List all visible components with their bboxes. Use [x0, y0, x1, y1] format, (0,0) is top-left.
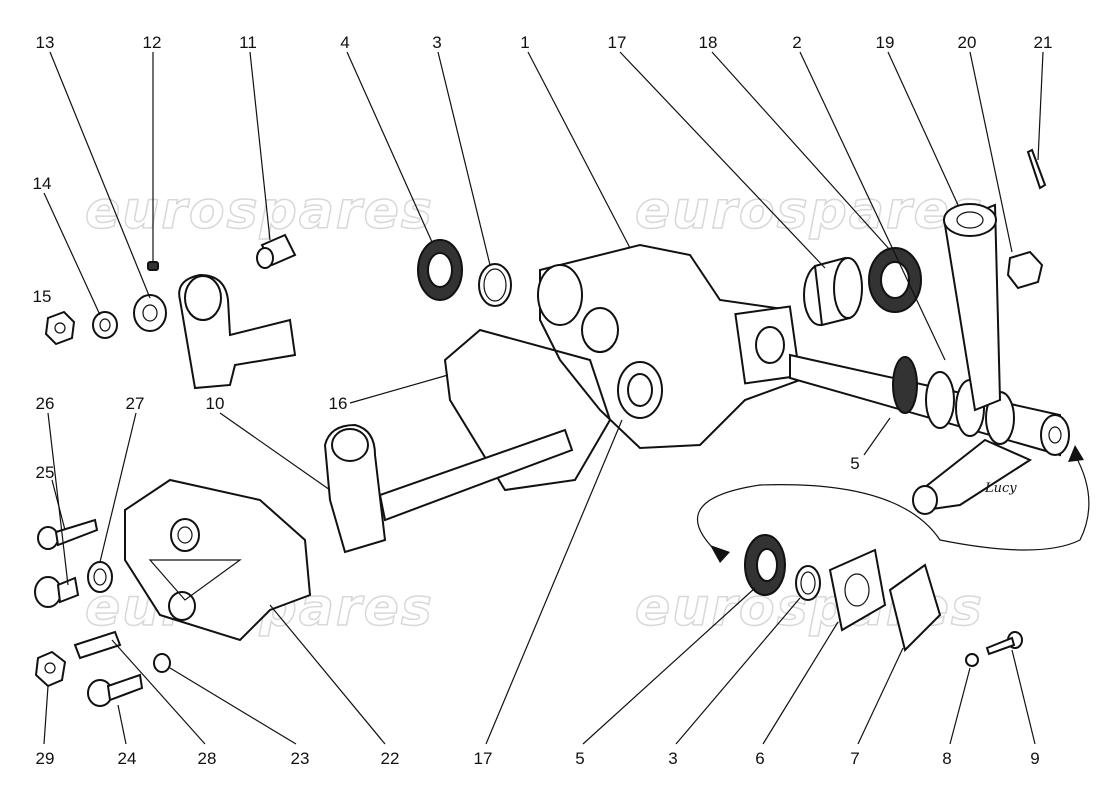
arrow-head-icon: [1068, 445, 1084, 462]
leader-lines: [43, 51, 1044, 745]
callout-labels: 13 12 11 4 3 1 17 18 2 19 20 21 14 15 26 27 10 16 25 5 29 24 2…: [33, 33, 1053, 768]
leader-line-6: [762, 621, 839, 745]
spring-washer: [153, 653, 171, 673]
leader-line-25: [51, 479, 66, 531]
washer: [87, 561, 113, 593]
callout-19: 19: [876, 33, 895, 52]
side-cover: [124, 478, 312, 642]
sector-shaft: [323, 423, 574, 554]
leader-line-20: [969, 51, 1013, 253]
set-screw: [147, 261, 159, 271]
callout-25: 25: [36, 463, 55, 482]
callout-21: 21: [1034, 33, 1053, 52]
leader-line-1: [527, 51, 631, 249]
leader-line-17: [619, 51, 826, 269]
callout-1: 1: [520, 33, 529, 52]
callout-4: 4: [340, 33, 349, 52]
callout-5: 5: [575, 749, 584, 768]
leader-line-17: [485, 419, 623, 745]
leader-line-5: [582, 587, 756, 745]
leader-line-14: [43, 192, 101, 316]
parts: Lucy: [34, 148, 1090, 707]
leader-line-8: [949, 667, 971, 745]
callout-26: 26: [36, 394, 55, 413]
leader-line-26: [47, 412, 69, 586]
artist-signature: Lucy: [984, 481, 1017, 496]
leader-line-3: [437, 51, 491, 266]
callout-3: 3: [432, 33, 441, 52]
callout-17: 17: [474, 749, 493, 768]
bolt: [985, 631, 1023, 656]
drop-arm: [912, 203, 1033, 515]
nut: [34, 650, 67, 688]
leader-line-21: [1037, 51, 1044, 161]
assembly-arrow: [696, 454, 1090, 556]
callout-15: 15: [33, 287, 52, 306]
leader-line-11: [249, 51, 271, 241]
nut: [44, 310, 76, 346]
callout-13: 13: [36, 33, 55, 52]
leader-line-22: [269, 604, 386, 745]
leader-line-7: [857, 647, 904, 745]
leader-line-19: [887, 51, 959, 206]
callout-22: 22: [381, 749, 400, 768]
split-pin: [1026, 148, 1047, 190]
gasket: [443, 328, 612, 492]
spring-washer: [965, 653, 979, 667]
callout-24: 24: [118, 749, 137, 768]
gasket-plate: [828, 548, 887, 632]
worm-shaft: [789, 353, 1070, 457]
grease-nipple: [256, 233, 297, 269]
callout-7: 7: [850, 749, 859, 768]
callout-16: 16: [329, 394, 348, 413]
leader-line-4: [346, 51, 433, 243]
callout-14: 14: [33, 174, 52, 193]
callout-2: 2: [792, 33, 801, 52]
callout-23: 23: [291, 749, 310, 768]
callout-17: 17: [608, 33, 627, 52]
pitman-arm-bracket: [178, 273, 297, 390]
callout-28: 28: [198, 749, 217, 768]
plug: [34, 576, 80, 608]
arrow-head-icon: [710, 545, 730, 563]
callout-6: 6: [755, 749, 764, 768]
leader-line-24: [117, 704, 127, 745]
leader-line-18: [711, 51, 891, 251]
callout-3: 3: [668, 749, 677, 768]
leader-line-16: [349, 374, 449, 404]
leader-line-9: [1011, 649, 1036, 745]
grub-screw: [73, 630, 122, 660]
callout-20: 20: [958, 33, 977, 52]
callout-5: 5: [850, 454, 859, 473]
callout-9: 9: [1030, 749, 1039, 768]
callout-11: 11: [239, 33, 257, 52]
bush: [133, 294, 167, 332]
leader-line-2: [799, 51, 946, 361]
callout-18: 18: [699, 33, 718, 52]
o-ring: [795, 565, 821, 601]
watermark: eurospares: [635, 181, 984, 241]
steering-box-housing: [537, 243, 802, 450]
leader-line-10: [219, 412, 331, 491]
bolt: [37, 518, 99, 550]
callout-10: 10: [206, 394, 225, 413]
end-cover: [888, 563, 942, 652]
leader-line-29: [43, 685, 49, 745]
lock-washer: [92, 311, 118, 339]
watermark: eurospares: [85, 181, 434, 241]
castle-nut: [1006, 250, 1044, 290]
leader-line-23: [169, 667, 297, 745]
leader-line-3: [675, 597, 801, 745]
leader-line-5: [863, 417, 891, 456]
leader-line-28: [111, 639, 206, 745]
callout-27: 27: [126, 394, 145, 413]
callout-12: 12: [143, 33, 162, 52]
bush-sleeve: [803, 256, 863, 327]
callout-8: 8: [942, 749, 951, 768]
leader-line-27: [99, 412, 137, 563]
leader-line-13: [49, 51, 151, 299]
callout-29: 29: [36, 749, 55, 768]
bolt: [87, 673, 144, 707]
